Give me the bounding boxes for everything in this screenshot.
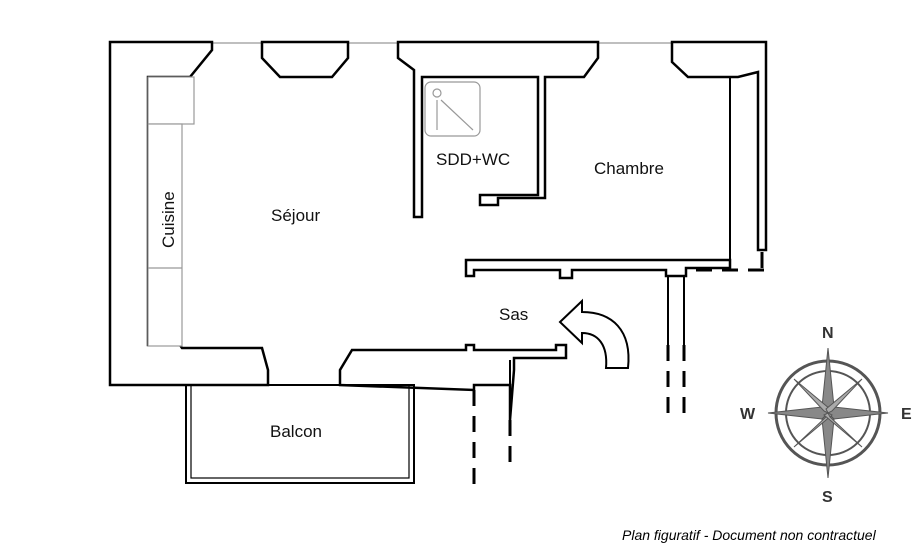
compass-north: N (822, 325, 834, 342)
room-label-sdd-wc: SDD+WC (436, 150, 510, 169)
compass-rose: N S W E (740, 325, 912, 506)
compass-south: S (822, 489, 833, 506)
room-label-sas: Sas (499, 305, 528, 324)
disclaimer-text: Plan figuratif - Document non contractue… (622, 527, 877, 543)
wall-bottom-entrance (338, 343, 568, 421)
compass-east: E (901, 406, 912, 423)
entry-arrow-icon (558, 298, 630, 369)
wall-right-chambre (670, 40, 768, 252)
dashed-boundaries (472, 252, 764, 490)
room-label-chambre: Chambre (594, 159, 664, 178)
balcony (185, 384, 415, 484)
room-label-balcon: Balcon (270, 422, 322, 441)
compass-west: W (740, 406, 756, 423)
wall-top-bathroom (396, 40, 600, 219)
room-label-cuisine: Cuisine (159, 191, 178, 248)
wall-partition-sas (464, 258, 732, 280)
kitchen-counter (147, 76, 195, 347)
compass-star-icon (767, 347, 889, 479)
shower-icon (424, 81, 481, 137)
room-label-sejour: Séjour (271, 206, 320, 225)
wall-top-1 (260, 40, 350, 79)
